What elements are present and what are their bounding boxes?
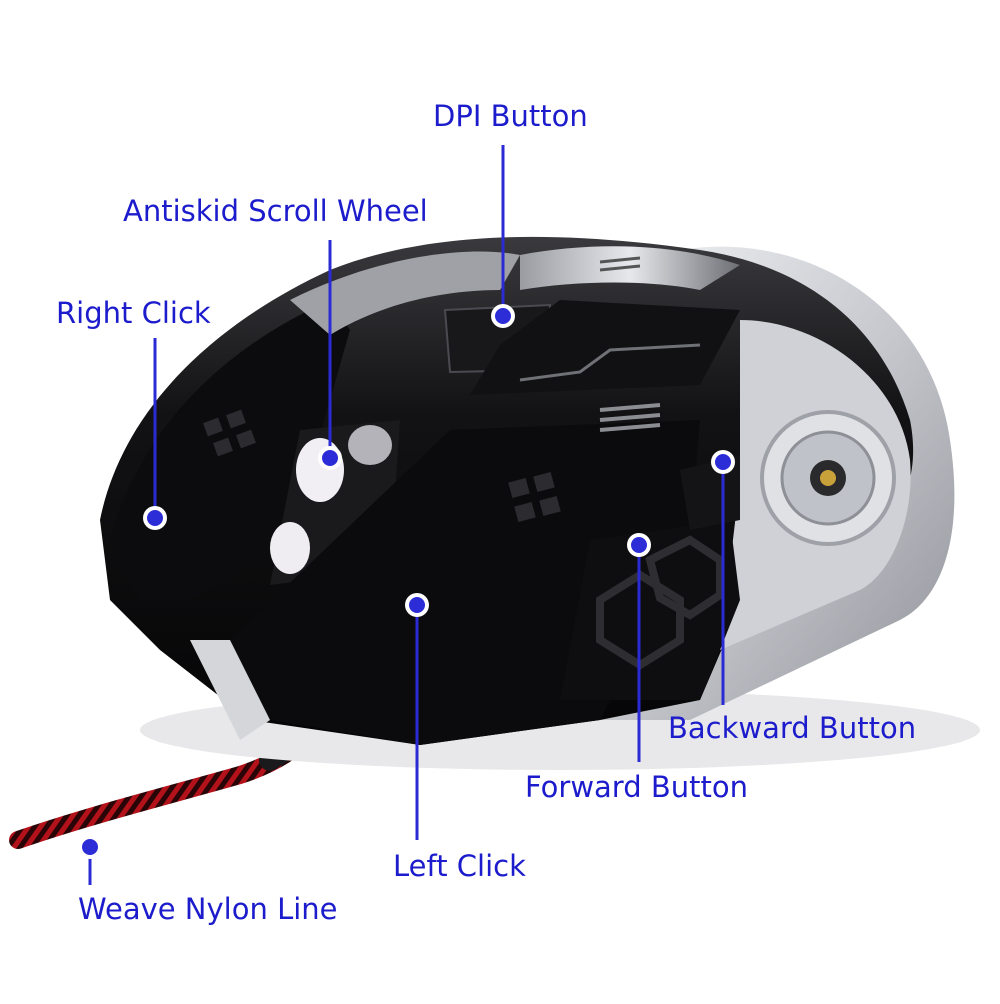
dot-right-click [147,510,163,526]
right-button-highlight [290,251,520,335]
label-backward-button: Backward Button [668,711,917,745]
dot-dpi [495,308,511,324]
left-button-edge [190,640,270,740]
top-panel [470,300,740,395]
right-button-vents [203,409,256,457]
callout-dots [78,304,735,859]
label-nylon-line: Weave Nylon Line [78,892,338,926]
label-dpi-button: DPI Button [433,99,588,133]
top-stripes [599,403,661,432]
dot-backward [715,454,731,470]
side-buttons-area [560,520,740,700]
dot-scroll [322,450,338,466]
leader-lines [88,145,725,885]
dot-forward [631,537,647,553]
gear-decoration [760,410,896,546]
left-button-vents [508,471,561,523]
dot-nylon [82,839,98,855]
label-right-click: Right Click [56,296,211,330]
dot-left-click [409,597,425,613]
label-scroll-wheel: Antiskid Scroll Wheel [123,194,428,228]
label-forward-button: Forward Button [525,770,748,804]
label-left-click: Left Click [393,849,526,883]
